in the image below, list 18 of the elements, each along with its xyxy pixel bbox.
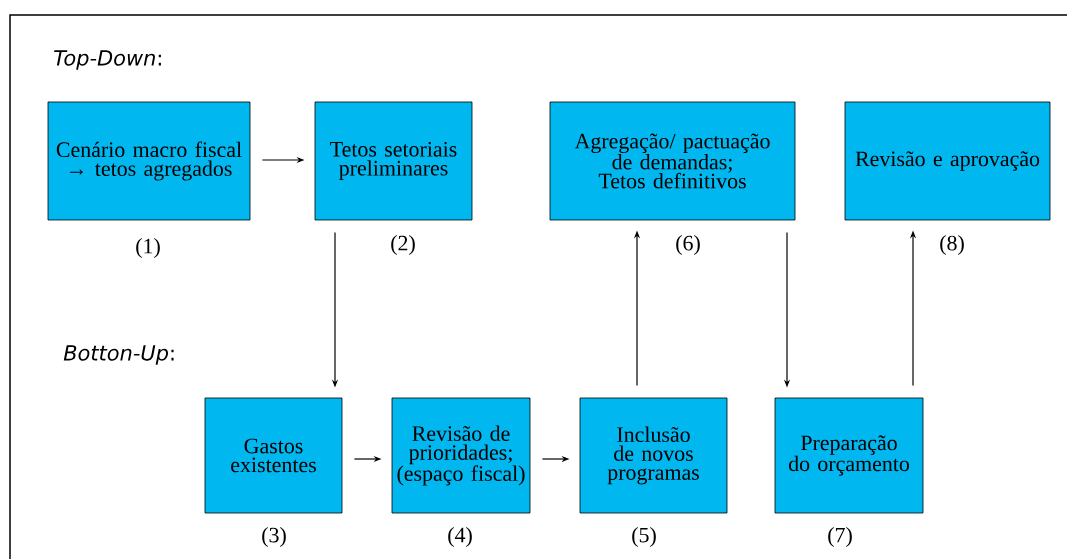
process-box: Revisão e aprovação <box>844 101 1051 221</box>
step-number: (8) <box>940 235 964 255</box>
process-box: Revisão de prioridades; (espaço fiscal) <box>391 397 531 514</box>
step-number: (1) <box>136 238 160 258</box>
step-number: (4) <box>448 527 472 547</box>
process-box: Agregação/ pactuação de demandas; Tetos definitivos <box>549 101 796 221</box>
process-box: Inclusão de novos programas <box>579 397 728 514</box>
step-number: (2) <box>391 235 415 255</box>
process-box: Cenário macro fiscal → tetos agregados <box>47 101 251 221</box>
process-box: Gastos existentes <box>204 397 343 514</box>
step-number: (3) <box>262 527 286 547</box>
step-number: (6) <box>676 235 700 255</box>
process-box: Tetos setoriais preliminares <box>314 101 473 221</box>
section-label: Botton-Up: <box>63 345 174 365</box>
process-box: Preparação do orçamento <box>774 397 924 514</box>
step-number: (5) <box>632 527 656 547</box>
step-number: (7) <box>828 527 852 547</box>
section-label: Top-Down: <box>54 50 161 70</box>
